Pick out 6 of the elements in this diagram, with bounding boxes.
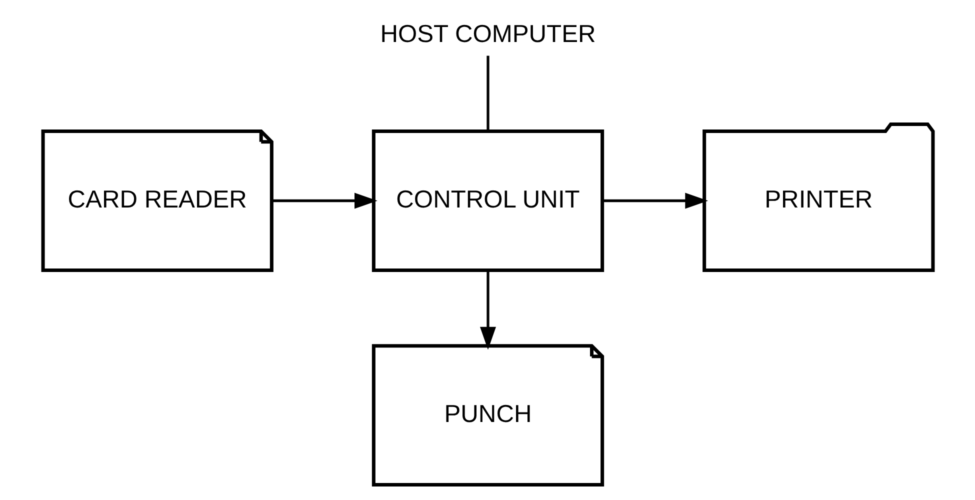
- arrow: [602, 192, 708, 209]
- node-box: CONTROL UNIT: [371, 130, 604, 272]
- connector: [486, 56, 489, 131]
- arrow: [479, 270, 496, 350]
- arrow: [272, 192, 377, 209]
- node-text: HOST COMPUTER: [380, 20, 596, 48]
